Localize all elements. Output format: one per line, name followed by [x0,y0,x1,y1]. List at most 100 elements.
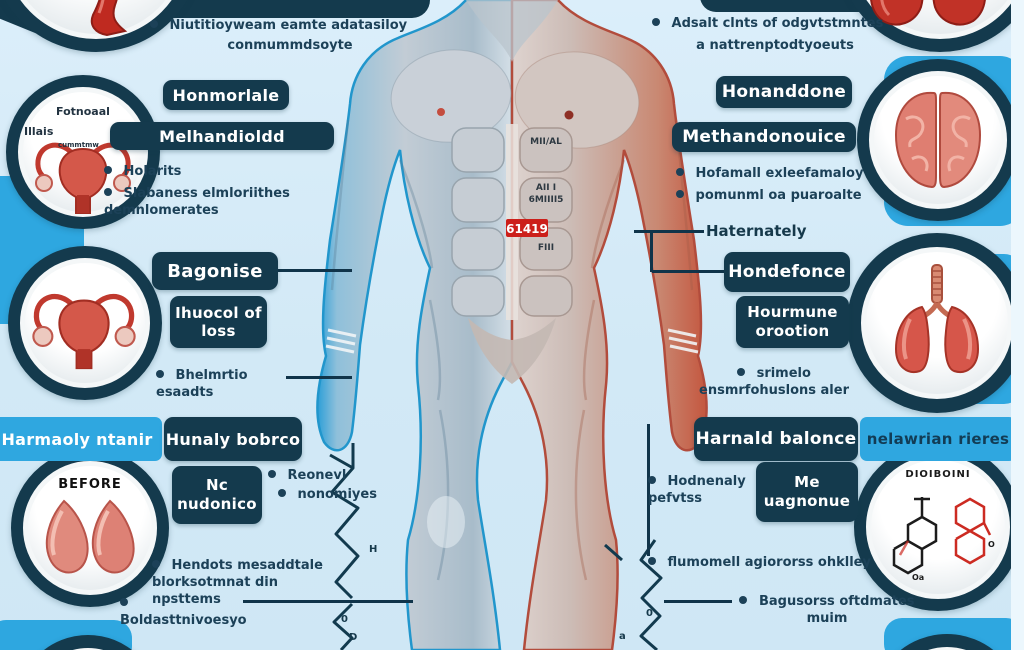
abs-garbled-text-4: FIII [538,243,554,253]
leader-line-left-wrist [286,376,352,379]
header-methandonouice-text: Methandonouice [682,127,846,147]
bullet-pomunml: pomunml oa puaroalte [676,188,871,205]
header-me-uagnonue: Me uagnonue [756,462,858,522]
header-melhandioldd: Melhandioldd [110,122,334,150]
bullet-reonevl: Reonevl [268,468,378,485]
header-harnald-text: Harnald balonce [695,429,857,449]
header-me-text: Me [794,472,820,491]
header-bagonise-text: Bagonise [167,260,263,282]
circle-label-dioiboini: DIOIBOINI [905,469,971,480]
header-hunaly-bobrco: Hunaly bobrco [164,417,302,461]
abs-garbled-text-3: 6MIIII5 [529,195,564,205]
chemical-structure-right [604,539,663,650]
bullet-holarits: Holarits [104,164,344,181]
brain-callout-circle [857,59,1019,221]
header-methandonouice: Methandonouice [672,122,856,152]
chem-label-o2: 0 [646,608,653,619]
bullet-bagusorss: Bagusorss oftdmates muim [732,594,922,628]
abs-red-badge-text: 61419 [506,222,548,236]
lungs-callout-circle [847,233,1024,413]
bullet-hofamall-text: Hofamall exleefamaloy [695,166,864,181]
female-reproductive-callout-circle-2 [8,246,162,400]
bullet-bhelmrtio: Bhelmrtio esaadts [156,368,291,402]
esophagus-icon [90,0,128,37]
chemical-structure-icon: Oa O [892,497,995,582]
left-top-bullet-line1: Niutitioyweam eamte adatasiloy [169,18,408,33]
chemical-callout-circle: DIOIBOINI Oa O [854,443,1022,611]
label-nelawrian-text: nelawrian rieres [866,430,1010,448]
abs-garbled-text-2: AII I [536,183,556,193]
left-knee-highlight [427,496,465,548]
bullet-reonevl-text: Reonevl [287,468,347,483]
header-harnald-balonce: Harnald balonce [694,417,858,461]
header-hourmune-text: Hourmune orootion [747,303,838,340]
bullet-slabaness-text: Slabaness elmloriithes demnlomerates [104,186,290,218]
circle-label-before: BEFORE [58,477,122,492]
header-honmorlale: Honmorlale [163,80,289,110]
bullet-flumomell-text: flumomell agiororss ohklley [667,555,871,570]
circle-label-cummtmw: cummtmw [58,141,99,149]
chem-label-h: H [369,544,377,555]
abs-grid: MII/AL AII I 6MIIII5 FIII 61419 [451,124,573,320]
header-honanddone: Honanddone [716,76,852,108]
bullet-hofamall: Hofamall exleefamaloy [676,166,871,183]
chem-label-o1: 0 [341,614,348,625]
svg-text:Oa: Oa [912,573,924,582]
label-haternately: Haternately [706,222,807,240]
bullet-boldast: Boldasttnivoesyo [120,596,260,630]
abs-garbled-text-1: MII/AL [530,137,562,147]
bullet-bhelmrtio-text: Bhelmrtio esaadts [156,368,248,400]
header-honanddone-text: Honanddone [721,82,847,102]
header-hourmune: Hourmune orootion [736,296,849,348]
header-ihuocol-text: Ihuocol of loss [175,304,262,340]
bullet-hodnenaly-text: Hodnenaly pefvtss [648,474,746,506]
header-honmorlale-text: Honmorlale [172,85,280,105]
header-hondefonce: Hondefonce [724,252,850,292]
header-melhandioldd-text: Melhandioldd [159,126,285,146]
left-top-bullet: Niutitioyweam eamte adatasiloy [150,18,450,35]
bullet-holarits-text: Holarits [123,164,182,179]
leader-line-boldast [243,600,413,603]
leader-line-haternately [634,230,704,233]
bullet-pomunml-text: pomunml oa puaroalte [695,188,862,203]
label-harmaoly-text: Harmaoly ntanir [1,429,153,449]
header-hunaly-text: Hunaly bobrco [165,429,301,449]
bullet-flumomell: flumomell agiororss ohklley [648,555,888,572]
right-top-bullet: Adsalt clnts of odgvtstmntes [652,16,912,33]
leader-line-bagusorss [664,600,732,603]
right-top-bullet-line2: a nattrenptodtyoeuts [696,38,854,53]
testes-icon [45,499,135,574]
leader-line-bagonise [278,269,352,272]
right-nipple [564,110,574,120]
bullet-srimelo: srimelo ensmrfohuslons aler [694,366,854,400]
abs-red-badge [506,219,548,237]
wrist-wraps [325,328,699,354]
bullet-nonomiyes-text: nonomiyes [297,487,377,502]
header-ihuocol: Ihuocol of loss [170,296,267,348]
circle-label-illais: Illais [24,125,54,138]
label-nelawrian-rieres: nelawrian rieres [860,417,1016,461]
bullet-bagusorss-text: Bagusorss oftdmates muim [759,594,915,626]
chem-label-a: a [619,631,626,642]
header-uagnonue-text: uagnonue [763,492,851,510]
right-edge-light-strip [1011,0,1024,650]
leader-line-hondefonce [652,270,728,273]
header-nc-text: Nc [205,475,229,494]
left-top-bullet-line2: conmummdsoyte [227,38,353,53]
left-nipple [437,108,445,116]
label-harmaoly-ntanir: Harmaoly ntanir [0,417,162,461]
header-hondefonce-text: Hondefonce [728,262,846,282]
lungs-icon [894,264,980,373]
bullet-boldast-text: Boldasttnivoesyo [120,612,247,628]
leader-line-haternately-vertical [650,232,653,272]
bullet-slabaness: Slabaness elmloriithes demnlomerates [104,186,339,220]
bullet-srimelo-text: srimelo ensmrfohuslons aler [699,366,849,398]
bullet-hodnenaly: Hodnenaly pefvtss [648,474,753,508]
circle-label-fotnoaal: Fotnoaal [56,105,110,118]
pelvic-wedge [468,318,556,384]
bullet-nonomiyes: nonomiyes [278,487,388,504]
uterus-icon-large [32,293,136,370]
header-nudonico-text: nudonico [177,495,257,513]
